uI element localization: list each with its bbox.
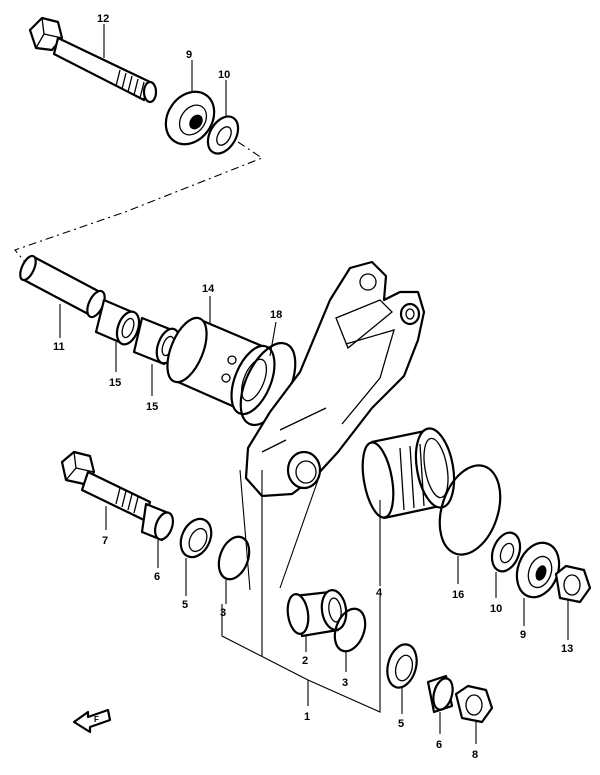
- housing-14[interactable]: [159, 312, 283, 420]
- collar-6b[interactable]: [426, 674, 456, 714]
- callout-11: 11: [53, 341, 65, 353]
- needle-bearing-15a[interactable]: [94, 298, 143, 347]
- callout-4: 4: [376, 587, 383, 599]
- circlip-3a[interactable]: [213, 533, 254, 584]
- front-arrow-icon: F: [72, 708, 112, 734]
- nut-8[interactable]: [454, 684, 494, 724]
- callout-12: 12: [97, 13, 109, 25]
- callout-15-a: 15: [109, 377, 121, 389]
- callout-5-a: 5: [182, 599, 188, 611]
- callout-3-a: 3: [220, 607, 226, 619]
- callout-18: 18: [270, 309, 282, 321]
- nut-13[interactable]: [554, 564, 592, 604]
- callout-10-top: 10: [218, 69, 230, 81]
- washer-10-bottom[interactable]: [487, 529, 525, 575]
- assembly-line-top: [14, 141, 264, 263]
- needle-bearing-4[interactable]: [358, 425, 460, 520]
- washer-10-top[interactable]: [202, 111, 245, 159]
- o-ring-16[interactable]: [429, 458, 511, 563]
- callout-1: 1: [304, 711, 310, 723]
- circlip-3b[interactable]: [329, 605, 370, 656]
- bearing-9-top[interactable]: [156, 82, 224, 153]
- callout-labels: 12 9 10 14 18 11 15 15 7 6 5 3 4 16 10 9…: [53, 13, 573, 761]
- cushion-lever-body[interactable]: [244, 260, 426, 498]
- leader-lines: [59, 24, 569, 744]
- callout-9-bottom: 9: [520, 629, 526, 641]
- callout-15-b: 15: [146, 401, 158, 413]
- sleeve-11[interactable]: [17, 254, 108, 320]
- callout-2: 2: [302, 655, 308, 667]
- callout-6-a: 6: [154, 571, 160, 583]
- front-indicator-label: F: [94, 715, 99, 724]
- callout-13: 13: [561, 643, 573, 655]
- seal-5b[interactable]: [383, 641, 421, 691]
- callout-3-b: 3: [342, 677, 348, 689]
- callout-10-bottom: 10: [490, 603, 502, 615]
- callout-6-b: 6: [436, 739, 442, 751]
- collar-6a[interactable]: [140, 502, 176, 542]
- callout-5-b: 5: [398, 718, 404, 730]
- bearing-2[interactable]: [285, 589, 348, 638]
- callout-14: 14: [202, 283, 215, 295]
- bolt-12[interactable]: [28, 16, 158, 104]
- callout-8: 8: [472, 749, 478, 761]
- seal-5a[interactable]: [175, 514, 217, 562]
- callout-16: 16: [452, 589, 464, 601]
- callout-7: 7: [102, 535, 108, 547]
- callout-9-top: 9: [186, 49, 192, 61]
